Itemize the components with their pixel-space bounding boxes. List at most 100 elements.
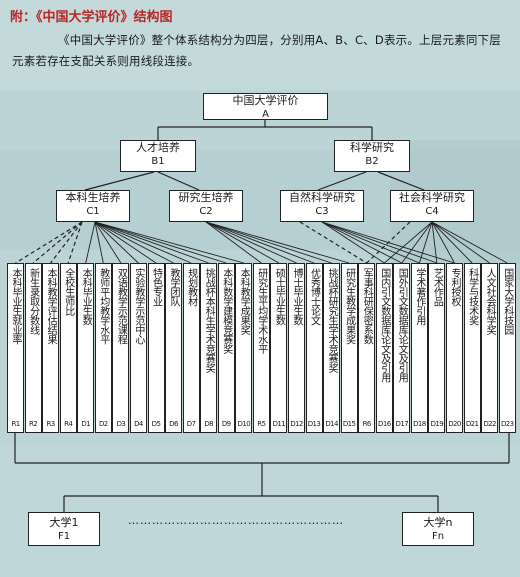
indicator-label: 本科教学评估结果	[45, 268, 57, 344]
node-b1-label: 人才培养	[136, 141, 180, 154]
figure-heading: 附：《中国大学评价》结构图	[10, 10, 173, 25]
node-b1: 人才培养 B1	[120, 140, 196, 172]
indicator-label: 研究生教学成果奖	[343, 268, 355, 344]
indicator-code: D21	[465, 420, 479, 428]
root-code: A	[262, 109, 269, 120]
indicator-label: 特色专业	[150, 268, 162, 306]
indicator-box: 国家大学科技园 D23	[498, 263, 516, 433]
indicator-label: 军事科研保密系数	[361, 268, 373, 344]
indicator-code: R2	[29, 420, 38, 428]
node-b2: 科学研究 B2	[334, 140, 410, 172]
indicator-code: R1	[11, 420, 20, 428]
indicator-box: 专利授权 D20	[446, 263, 463, 433]
indicator-label: 新生录取分数线	[27, 268, 39, 335]
indicator-code: D4	[134, 420, 143, 428]
indicator-code: D2	[98, 420, 108, 428]
indicator-code: D10	[237, 420, 251, 428]
node-c2-label: 研究生培养	[178, 191, 234, 204]
node-b2-label: 科学研究	[350, 141, 394, 154]
indicator-code: D20	[448, 420, 461, 428]
university-last-label: 大学n	[423, 516, 453, 529]
indicator-code: D22	[483, 420, 496, 428]
indicator-code: R3	[46, 420, 56, 428]
indicator-box: 教学团队 D6	[165, 263, 182, 433]
indicator-code: D13	[307, 420, 321, 428]
university-node-last: 大学n Fn	[402, 512, 474, 546]
node-c3-code: C3	[315, 206, 329, 217]
indicator-label: 实验教学示范中心	[132, 268, 144, 344]
indicator-code: R5	[257, 420, 266, 428]
indicator-label: 艺术作品	[431, 268, 443, 306]
indicator-box: 硕士毕业生数 D11	[270, 263, 288, 433]
indicator-box: 军事科研保密系数 R6	[358, 263, 376, 433]
indicator-label: 学术著作引用	[413, 268, 425, 325]
indicator-box: 本科毕业生就业率 R1	[7, 263, 24, 433]
indicator-label: 人文社会科学奖	[484, 268, 496, 335]
indicator-box: 科学与技术奖 D21	[463, 263, 481, 433]
indicator-code: D19	[430, 420, 444, 428]
node-c4-label: 社会科学研究	[399, 191, 465, 204]
indicator-box: 本科毕业生数 D1	[77, 263, 95, 433]
indicator-box: 教师平均教学水平 D2	[94, 263, 112, 433]
indicator-label: 专利授权	[449, 268, 460, 306]
node-c1-label: 本科生培养	[65, 191, 121, 204]
indicator-box: 艺术作品 D19	[428, 263, 446, 433]
indicator-label: 硕士毕业生数	[273, 268, 285, 325]
indicator-code: D16	[378, 420, 391, 428]
node-c3-label: 自然科学研究	[289, 191, 355, 204]
indicator-code: D18	[413, 420, 426, 428]
indicator-label: 国内引文数据库论文及引用	[378, 268, 390, 382]
university-last-code: Fn	[431, 531, 445, 542]
indicator-box: 全校生师比 R4	[59, 263, 77, 433]
node-c1: 本科生培养 C1	[56, 190, 130, 222]
indicator-label: 优秀博士论文	[308, 268, 320, 325]
node-c4-code: C4	[425, 206, 439, 217]
indicator-box: 人文社会科学奖 D22	[481, 263, 499, 433]
indicator-label: 国家大学科技园	[501, 268, 513, 335]
indicator-code: D1	[81, 420, 91, 428]
indicator-box: 本科数学建模竞赛奖 D9	[217, 263, 235, 433]
indicator-code: D23	[500, 420, 514, 428]
indicator-label: 科学与技术奖	[466, 268, 478, 325]
indicator-box: 特色专业 D5	[147, 263, 165, 433]
indicator-code: D8	[204, 420, 214, 428]
indicator-label: 本科毕业生就业率	[10, 268, 21, 344]
indicator-box: 国外引文数据库论文及引用 D17	[393, 263, 411, 433]
indicator-code: D12	[290, 420, 303, 428]
indicator-code: D17	[395, 420, 409, 428]
indicator-code: R4	[64, 420, 73, 428]
indicator-code: D11	[272, 420, 286, 428]
node-c3: 自然科学研究 C3	[280, 190, 364, 222]
university-first-code: F1	[57, 531, 71, 542]
node-c1-code: C1	[86, 206, 100, 217]
indicator-label: 本科毕业生数	[80, 268, 92, 325]
indicator-label: 教师平均教学水平	[97, 268, 109, 344]
university-node-first: 大学1 F1	[28, 512, 100, 546]
indicator-label: 双语教学示范课程	[115, 268, 127, 344]
indicator-label: 研究生平均学术水平	[255, 268, 267, 354]
indicator-box: 国内引文数据库论文及引用 D16	[375, 263, 393, 433]
indicator-box: 新生录取分数线 R2	[24, 263, 42, 433]
indicator-code: R6	[362, 420, 372, 428]
indicator-label: 本科数学建模竞赛奖	[220, 268, 232, 354]
indicator-code: D6	[169, 420, 178, 428]
indicator-code: D9	[221, 420, 231, 428]
root-node-a: 中国大学评价 A	[203, 93, 328, 120]
indicator-label: 全校生师比	[62, 268, 74, 316]
node-c4: 社会科学研究 C4	[390, 190, 474, 222]
indicator-box: 实验教学示范中心 D4	[129, 263, 147, 433]
indicator-label: 教学团队	[168, 268, 179, 306]
indicator-box: 博士毕业生数 D12	[288, 263, 305, 433]
intro-paragraph: 《中国大学评价》整个体系结构分为四层，分别用A、B、C、D表示。上层元素同下层元…	[12, 33, 501, 68]
indicator-label: 博士毕业生数	[291, 268, 302, 325]
node-c2-code: C2	[199, 206, 213, 217]
indicator-label: 国外引文数据库论文及引用	[396, 268, 408, 382]
indicator-code: D5	[151, 420, 161, 428]
indicator-code: D7	[186, 420, 196, 428]
